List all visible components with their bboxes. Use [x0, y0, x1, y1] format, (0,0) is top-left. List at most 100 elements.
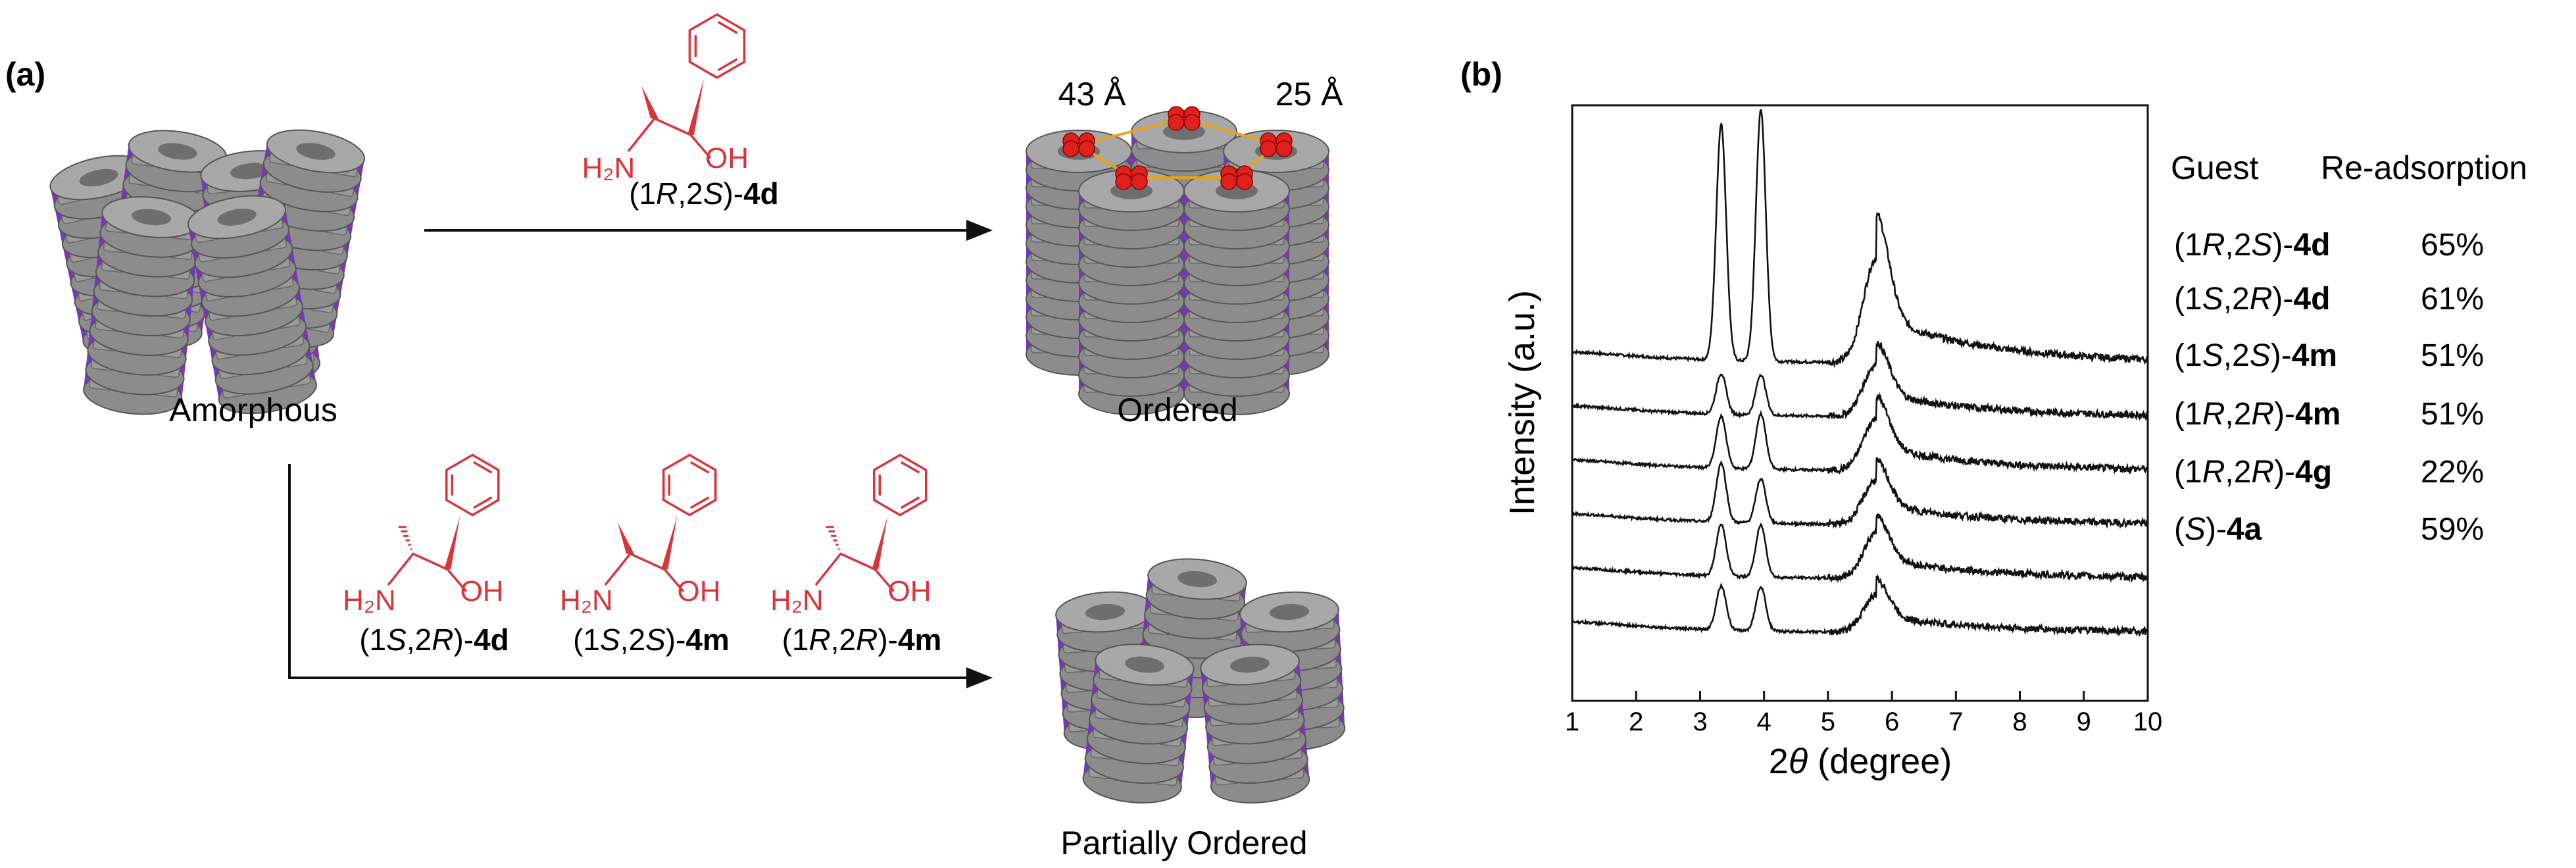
ordered-column [1183, 169, 1290, 415]
plot-frame [1571, 104, 2149, 702]
column-pore [158, 143, 197, 160]
partial-label: Partially Ordered [1060, 825, 1307, 861]
xrd-trace [1571, 392, 2149, 475]
amine-label: H₂N [582, 152, 635, 184]
top-guest-molecule: H₂N OH [582, 13, 749, 184]
xrd-trace [1572, 574, 2149, 638]
column-pore [1085, 603, 1125, 621]
guest-atom [1260, 140, 1277, 157]
amine-label: H₂N [343, 584, 396, 617]
partial-column [1200, 644, 1310, 804]
double-bond [690, 461, 710, 474]
column-pore [217, 209, 257, 226]
double-bond [717, 20, 738, 34]
guest-atom [1078, 140, 1095, 157]
bottom-guest-molecule: H₂N OH [343, 453, 504, 617]
bottom-guest-molecule: H₂N OH [560, 453, 721, 617]
wedge-bond [687, 79, 704, 135]
amine-label: H₂N [770, 584, 824, 617]
legend-header-readsorption: Re-adsorption [2321, 149, 2527, 186]
xrd-trace [1571, 457, 2149, 530]
bond [387, 552, 448, 586]
bond [874, 569, 895, 592]
xrd-trace [1571, 340, 2149, 421]
bond [689, 134, 712, 159]
hydroxyl-label: OH [705, 142, 749, 174]
legend-readsorption: 51% [2421, 397, 2484, 432]
dimension-25: 25 Å [1276, 76, 1344, 113]
phenyl-ring [873, 453, 928, 517]
legend-readsorption: 65% [2421, 228, 2484, 263]
column-pore [1270, 603, 1309, 621]
column-pore [230, 163, 270, 180]
amorphous-column [187, 195, 317, 415]
phenyl-ring [445, 453, 500, 517]
guest-atom [1062, 140, 1079, 157]
x-tick-label: 9 [2077, 707, 2091, 736]
panel-label-a: (a) [5, 56, 45, 93]
partial-stack [1055, 558, 1346, 804]
legend-readsorption: 51% [2421, 338, 2484, 373]
column-pore [1230, 656, 1270, 673]
hydroxyl-label: OH [460, 575, 504, 607]
ordered-label: Ordered [1117, 392, 1237, 428]
guest-atom [1276, 140, 1293, 157]
double-bond [473, 461, 493, 474]
x-tick-label: 7 [1948, 707, 1963, 736]
amine-label: H₂N [560, 584, 613, 617]
column-pore [79, 168, 118, 187]
legend-header-guest: Guest [2171, 149, 2259, 186]
hydroxyl-label: OH [678, 575, 721, 607]
ordered-stack [1026, 106, 1329, 415]
bottom-guest-label: (1S,2S)-4m [573, 623, 730, 657]
legend-guest: (1R,2R)-4g [2174, 455, 2332, 490]
x-tick-label: 8 [2012, 707, 2027, 736]
guest-atom [1131, 173, 1148, 190]
spectra [1571, 109, 2149, 638]
legend-readsorption: 59% [2421, 512, 2484, 547]
double-bond [473, 496, 493, 509]
bond [627, 116, 691, 153]
wedge-bond [872, 516, 888, 570]
xrd-trace [1572, 109, 2148, 369]
legend-readsorption: 61% [2421, 282, 2484, 317]
guest-atom [1115, 173, 1132, 190]
partial-column [1082, 644, 1195, 804]
x-axis-label: 2θ (degree) [1769, 742, 1952, 781]
double-bond [690, 496, 710, 509]
double-bond [901, 461, 920, 474]
guest-atom [1220, 173, 1237, 190]
phenyl-ring [662, 453, 717, 517]
column-pore [1125, 656, 1164, 673]
bottom-guest-molecule: H₂N OH [770, 453, 931, 617]
guest-atom [1168, 114, 1185, 131]
wedge-bond [641, 86, 658, 118]
double-bond [717, 58, 738, 72]
amorphous-column [83, 196, 201, 415]
column-pore [296, 143, 335, 160]
wedge-bond [618, 523, 634, 554]
legend-readsorption: 22% [2421, 455, 2484, 490]
x-tick-label: 5 [1821, 707, 1835, 736]
dimension-43: 43 Å [1058, 76, 1127, 113]
wedge-bond [661, 516, 678, 570]
guest-atom [1183, 114, 1201, 131]
bottom-guest-label: (1R,2R)-4m [782, 623, 942, 657]
x-tick-label: 10 [2133, 707, 2163, 736]
bond [446, 569, 468, 592]
legend-guest: (S)-4a [2174, 512, 2262, 547]
legend-guest: (1S,2S)-4m [2174, 338, 2337, 373]
x-tick-label: 6 [1885, 707, 1899, 736]
hydroxyl-label: OH [888, 575, 931, 607]
column-pore [1177, 571, 1217, 588]
wedge-bond [444, 516, 460, 570]
bottom-reaction-arrow [288, 464, 993, 688]
x-tick-label: 3 [1693, 707, 1707, 736]
double-bond [901, 496, 920, 509]
column-pore [132, 209, 171, 226]
bottom-guest-label: (1S,2R)-4d [359, 623, 509, 657]
panel-label-b: (b) [1460, 56, 1502, 93]
